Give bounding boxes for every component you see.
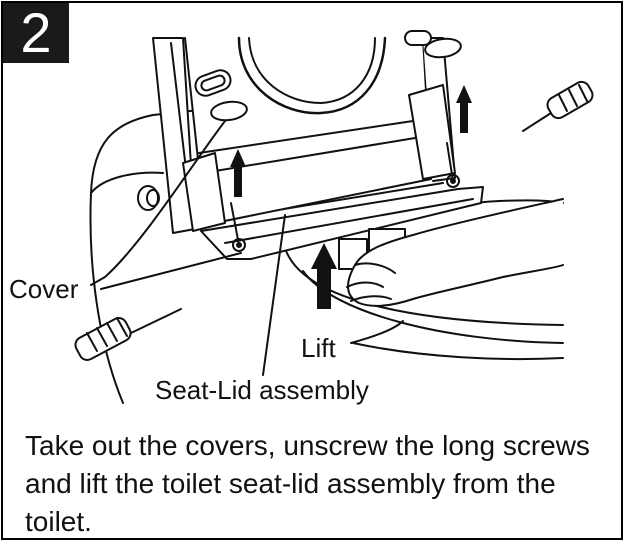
step-number-badge: 2 [3, 3, 69, 63]
cover-label: Cover [9, 274, 79, 304]
screwdriver-icon [522, 80, 594, 132]
lift-leader [350, 320, 404, 344]
cover-left [210, 100, 248, 122]
toilet-illustration [74, 30, 594, 404]
lift-label: Lift [301, 333, 336, 363]
instruction-text: Take out the covers, unscrew the long sc… [25, 430, 590, 537]
assembly-leader [262, 214, 286, 376]
up-arrow-icon [230, 85, 472, 197]
up-arrow-icon [311, 243, 337, 309]
seat-lid-assembly [152, 30, 456, 234]
screwdriver-icon [74, 308, 182, 361]
cover-leader [90, 120, 226, 286]
assembly-label: Seat-Lid assembly [155, 375, 369, 405]
cover-right [424, 37, 462, 59]
